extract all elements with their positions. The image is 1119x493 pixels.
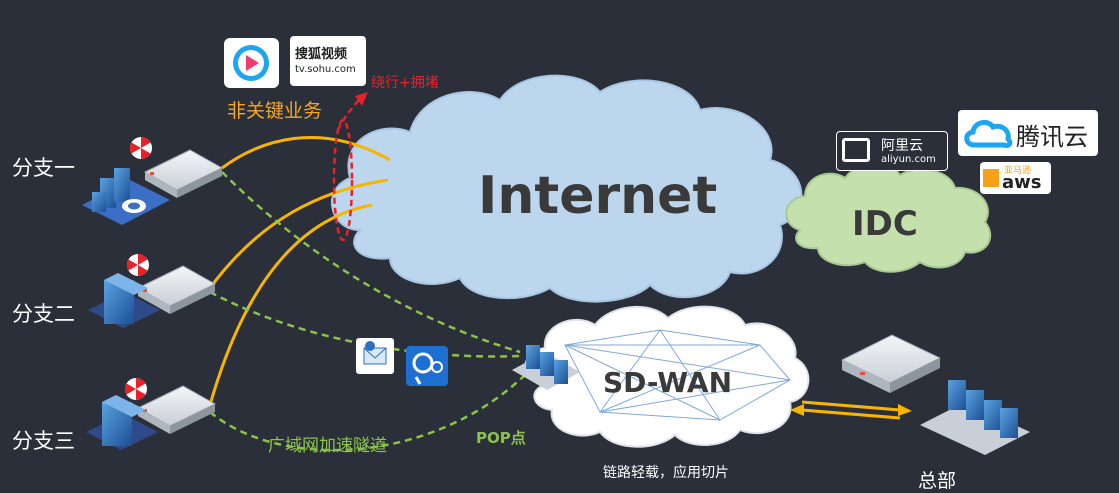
server-tower-icon [86, 395, 158, 450]
internet-path-branch1 [221, 136, 391, 170]
umbrella-icon [130, 137, 152, 159]
internet-path-branch3 [208, 203, 373, 406]
server-tower-icon [88, 273, 160, 328]
youku-logo [224, 38, 279, 88]
sdwan-mesh [564, 329, 791, 421]
branch1-router [143, 149, 224, 198]
aliyun-logo-cn: 阿里云 [881, 138, 923, 154]
pop-server-cluster-icon [512, 345, 580, 390]
sohu-logo-url: tv.sohu.com [295, 64, 356, 75]
non-critical-business-label: 非关键业务 [227, 100, 323, 122]
email-app-icon [356, 338, 394, 374]
branch3-router [136, 385, 217, 434]
idc-cloud [785, 163, 992, 273]
branch-1-label: 分支一 [12, 156, 75, 180]
sdwan-cloud [524, 305, 810, 448]
headquarters-label: 总部 [918, 470, 957, 492]
tunnel-path-branch3 [209, 374, 526, 452]
aws-logo-cn: 亚马逊 [1004, 166, 1032, 176]
wan-acceleration-tunnel-label: 广域网加速隧道 [268, 436, 387, 456]
hq-router [840, 334, 942, 393]
aws-logo: 亚马逊 aws [980, 162, 1051, 194]
umbrella-icon [127, 254, 149, 276]
internet-label: Internet [478, 166, 718, 226]
link-note-label: 链路轻载，应用切片 [603, 465, 729, 481]
branch-3-label: 分支三 [12, 429, 75, 453]
sohu-logo-title: 搜狐视频 [295, 47, 348, 62]
sohu-logo: 搜狐视频 tv.sohu.com [290, 36, 366, 86]
congestion-label: 绕行+拥堵 [371, 75, 439, 91]
tencent-cloud-text: 腾讯云 [1016, 123, 1088, 151]
hq-link [790, 400, 912, 420]
internet-path-branch2 [208, 178, 389, 289]
hq-server-cluster-icon [920, 380, 1030, 455]
branch-2-label: 分支二 [12, 302, 75, 326]
umbrella-icon [125, 378, 147, 400]
aws-logo-text: aws [1002, 172, 1042, 193]
campus-building-icon [82, 168, 170, 225]
sdwan-label: SD-WAN [603, 366, 733, 399]
pop-point-label: POP点 [476, 429, 526, 447]
aws-cubes-icon [983, 169, 999, 187]
tencent-cloud-icon [964, 119, 1013, 148]
tencent-cloud-logo: 腾讯云 [958, 110, 1098, 156]
aliyun-logo-en: aliyun.com [881, 154, 936, 165]
internet-cloud [331, 74, 803, 303]
conference-app-icon [406, 346, 448, 386]
aliyun-logo: 阿里云 aliyun.com [836, 131, 948, 171]
aliyun-bracket-icon [842, 138, 870, 162]
idc-label: IDC [852, 204, 918, 244]
internet-paths [208, 136, 391, 406]
congestion-marker [332, 92, 368, 242]
branch2-router [136, 265, 217, 314]
